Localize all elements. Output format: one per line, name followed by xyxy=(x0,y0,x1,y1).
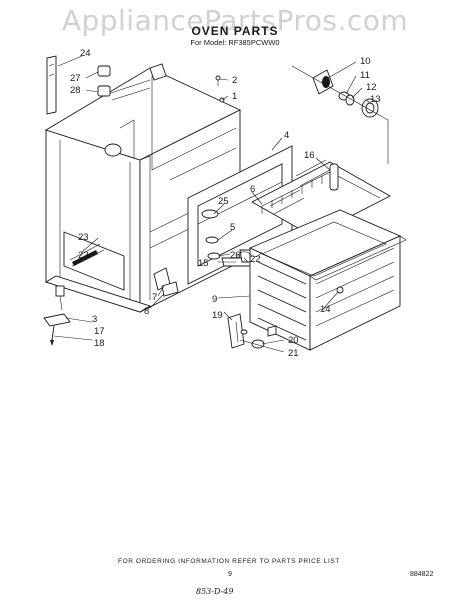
callout-15: 15 xyxy=(198,258,209,269)
callout-19: 19 xyxy=(212,310,223,321)
callout-25: 25 xyxy=(218,196,229,207)
callout-8: 8 xyxy=(144,306,149,317)
thermostat-bulb xyxy=(329,163,339,191)
callout-12: 12 xyxy=(366,82,377,93)
callout-26: 26 xyxy=(230,250,241,261)
callout-23: 23 xyxy=(78,232,89,243)
callout-7: 7 xyxy=(152,292,157,303)
callout-10: 10 xyxy=(360,56,371,67)
oven-liner xyxy=(248,209,407,351)
callout-27: 27 xyxy=(70,73,81,84)
callout-22: 22 xyxy=(78,250,89,261)
light-assembly xyxy=(291,65,389,164)
leader-lines xyxy=(53,55,373,353)
document-code: 884822 xyxy=(410,571,434,578)
leveling-leg xyxy=(43,285,71,346)
callout-5: 5 xyxy=(230,222,235,233)
page-number: 9 xyxy=(228,571,232,578)
callout-4: 4 xyxy=(284,130,289,141)
handwritten-note: 853-D-49 xyxy=(196,587,234,596)
callout-14: 14 xyxy=(320,304,331,315)
callout-20: 20 xyxy=(288,335,299,346)
callout-21: 21 xyxy=(288,348,299,359)
ordering-note: FOR ORDERING INFORMATION REFER TO PARTS … xyxy=(118,558,340,565)
callout-22b: 22 xyxy=(250,254,261,265)
callout-28: 28 xyxy=(70,85,81,96)
model-subtitle: For Model: RF385PCWW0 xyxy=(190,38,280,47)
callout-6: 6 xyxy=(250,184,255,195)
side-bracket xyxy=(46,55,111,115)
callout-9: 9 xyxy=(212,294,217,305)
callout-2: 2 xyxy=(232,75,237,86)
callout-11: 11 xyxy=(360,70,370,81)
watermark: AppliancePartsPros.com xyxy=(61,4,409,37)
callout-18: 18 xyxy=(94,338,105,349)
callout-16: 16 xyxy=(304,150,315,161)
callout-13: 13 xyxy=(370,94,381,105)
page-title: OVEN PARTS xyxy=(191,24,279,38)
callout-1: 1 xyxy=(232,91,237,102)
oven-door-frame xyxy=(187,145,293,285)
callout-3: 3 xyxy=(92,314,97,325)
callout-24: 24 xyxy=(80,48,91,59)
callout-labels: 24 27 28 2 1 10 11 12 13 4 16 6 25 5 26 … xyxy=(70,48,381,359)
callout-17: 17 xyxy=(94,326,105,337)
